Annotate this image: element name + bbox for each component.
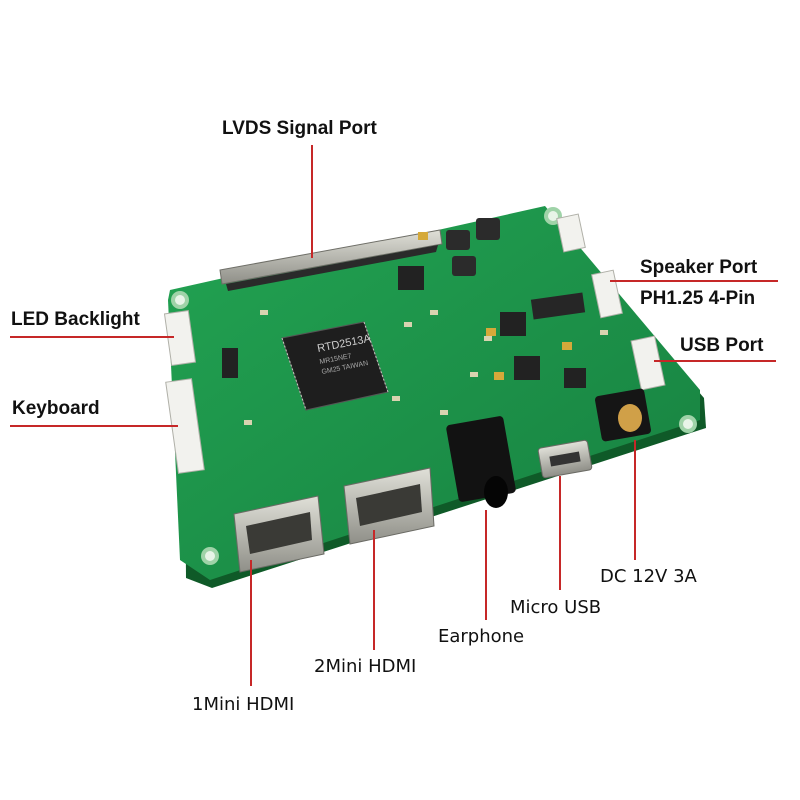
speaker-port-label: Speaker Port	[640, 257, 758, 278]
gold-components	[418, 232, 572, 380]
dc-power-label: DC 12V 3A	[600, 566, 697, 587]
inductor	[476, 218, 500, 240]
leader-lines	[10, 145, 778, 686]
mount-hole	[683, 419, 693, 429]
led-backlight-connector	[163, 310, 197, 366]
mini-hdmi-2-label: 2Mini HDMI	[314, 656, 417, 677]
mount-hole	[548, 211, 558, 221]
top-right-connector	[556, 213, 586, 253]
small-ic	[222, 348, 238, 378]
earphone-label: Earphone	[438, 626, 525, 647]
mini-hdmi-2-opening	[356, 484, 422, 526]
led-backlight-label: LED Backlight	[11, 309, 140, 330]
earphone-jack-opening	[484, 476, 508, 508]
lvds-connector	[219, 229, 443, 285]
keyboard-label: Keyboard	[12, 398, 100, 419]
smd-components	[244, 310, 608, 425]
micro-usb-opening	[549, 451, 581, 467]
main-chip-pins	[281, 321, 389, 411]
lvds-connector-body	[226, 245, 438, 291]
mini-hdmi-1-opening	[246, 512, 312, 554]
inductor	[446, 230, 470, 250]
ic	[564, 368, 586, 388]
micro-usb-label: Micro USB	[510, 597, 602, 618]
ic	[514, 356, 540, 380]
mount-hole	[175, 295, 185, 305]
inductor	[452, 256, 476, 276]
ic	[398, 266, 424, 290]
speaker-pin-label: PH1.25 4-Pin	[640, 288, 756, 309]
lvds-signal-port-label: LVDS Signal Port	[222, 118, 377, 139]
usb-port-label: USB Port	[680, 335, 764, 356]
mini-hdmi-1-label: 1Mini HDMI	[192, 694, 295, 715]
ic	[500, 312, 526, 336]
speaker-connector	[591, 269, 623, 319]
mount-hole	[205, 551, 215, 561]
speaker-amp-ic	[530, 292, 586, 320]
keyboard-connector	[165, 378, 205, 474]
dc-jack-opening	[618, 404, 642, 432]
